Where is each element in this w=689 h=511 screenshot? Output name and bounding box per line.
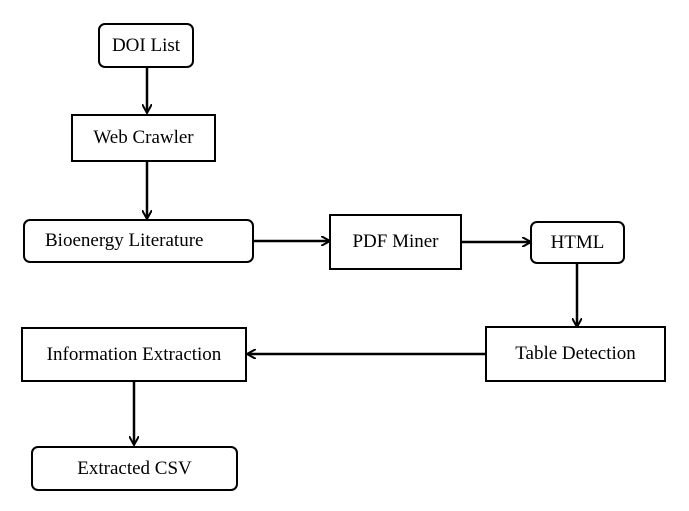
pdf-miner-node: PDF Miner <box>329 214 462 270</box>
information-extraction-label: Information Extraction <box>46 343 222 365</box>
pdf-miner-label: PDF Miner <box>352 231 439 252</box>
doi-list-node: DOI List <box>98 23 194 68</box>
web-crawler-label: Web Crawler <box>93 127 194 148</box>
table-detection-node: Table Detection <box>485 326 666 382</box>
html-node: HTML <box>530 221 625 264</box>
bioenergy-literature-label: Bioenergy Literature <box>45 230 204 251</box>
information-extraction-node: Information Extraction <box>21 327 247 382</box>
extracted-csv-node: Extracted CSV <box>31 446 238 491</box>
table-detection-label: Table Detection <box>515 343 636 364</box>
html-label: HTML <box>550 231 605 253</box>
extracted-csv-label: Extracted CSV <box>77 457 192 479</box>
doi-list-label: DOI List <box>111 34 181 56</box>
web-crawler-node: Web Crawler <box>71 114 216 162</box>
bioenergy-literature-node: Bioenergy Literature <box>23 219 254 263</box>
